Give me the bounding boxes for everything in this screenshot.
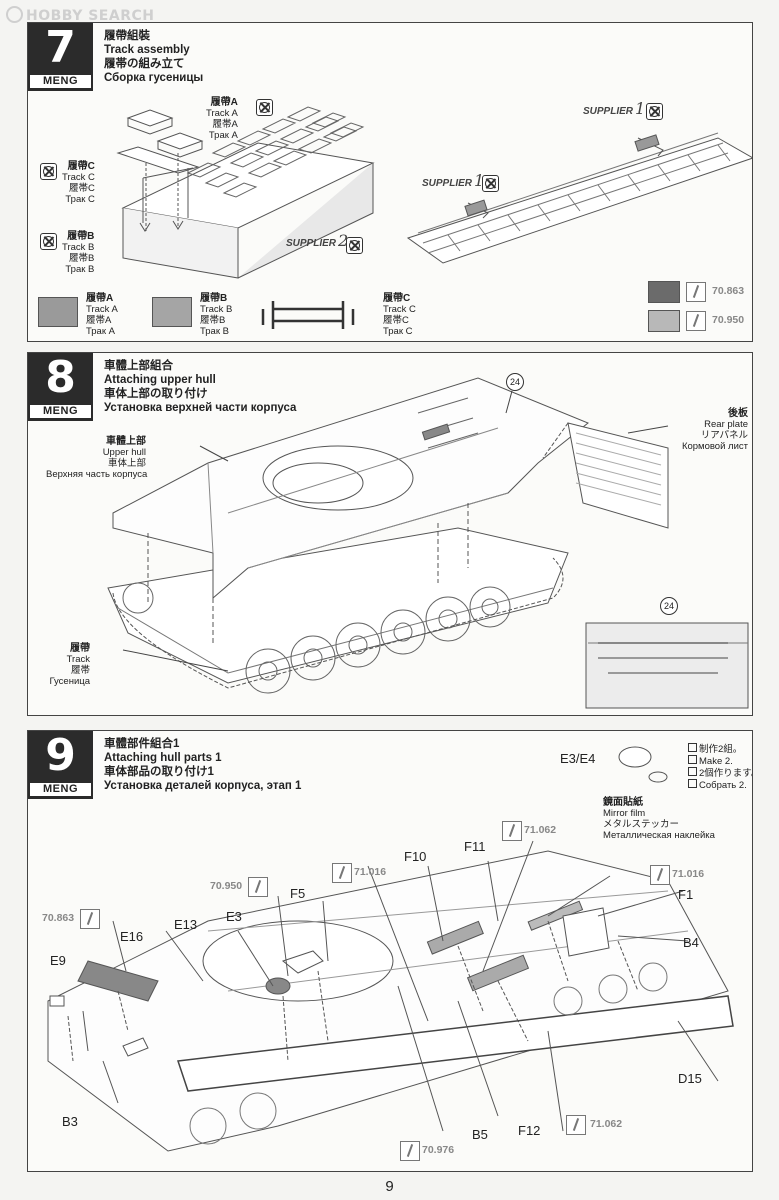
legend-track-c: 履帶C Track C 履帯C Трак C bbox=[383, 293, 416, 337]
watermark: HOBBY SEARCH bbox=[6, 6, 154, 24]
paint-brush-icon bbox=[80, 909, 100, 929]
step-7-panel: 7 MENG 履帶組裝 Track assembly 履帯の組み立て Сборк… bbox=[27, 22, 753, 342]
part-label-e3: E3 bbox=[226, 909, 242, 924]
checkbox-icon bbox=[688, 767, 697, 776]
part-label-d15: D15 bbox=[678, 1071, 702, 1086]
part-label-b3: B3 bbox=[62, 1114, 78, 1129]
paint-code: 70.950 bbox=[210, 880, 243, 892]
swatch-track-b bbox=[152, 297, 192, 327]
label-track-a: 履帶A Track A 履帯A Трак A bbox=[206, 97, 238, 141]
step-8-panel: 8 MENG 車體上部組合 Attaching upper hull 車体上部の… bbox=[27, 352, 753, 716]
paint-code: 70.863 bbox=[712, 285, 745, 297]
paint-brush-icon bbox=[686, 282, 706, 302]
paint-code: 70.950 bbox=[712, 314, 745, 326]
paint-code: 70.863 bbox=[42, 912, 75, 924]
page-number: 9 bbox=[385, 1178, 394, 1195]
part-label-f1: F1 bbox=[678, 887, 694, 902]
step-badge: 7 MENG bbox=[28, 23, 93, 91]
part-label-b5: B5 bbox=[472, 1127, 488, 1142]
part-label-f11: F11 bbox=[464, 839, 486, 854]
checkbox-icon bbox=[688, 779, 697, 788]
brand-logo: MENG bbox=[30, 405, 91, 418]
no-glue-icon bbox=[40, 233, 57, 250]
step-title: 車體部件組合1 Attaching hull parts 1 車体部品の取り付け… bbox=[104, 738, 302, 792]
track-assembly-drawing bbox=[116, 106, 752, 329]
legend-track-a: 履帶A Track A 履帯A Трак A bbox=[86, 293, 118, 337]
paint-code: 71.016 bbox=[672, 868, 705, 880]
no-glue-icon bbox=[256, 99, 273, 116]
step-number: 7 bbox=[45, 22, 76, 73]
label-mirror-film: 鏡面貼紙 Mirror film メタルステッカー Металлическая … bbox=[603, 797, 715, 841]
label-upper-hull: 車體上部 Upper hull 車体上部 Верхняя часть корпу… bbox=[46, 436, 148, 480]
paint-swatch-dark bbox=[648, 281, 680, 303]
part-label-f5: F5 bbox=[290, 886, 306, 901]
callout-number: 24 bbox=[506, 373, 524, 391]
step-number: 9 bbox=[45, 730, 76, 781]
part-label-e13: E13 bbox=[174, 917, 198, 932]
step-title: 履帶組裝 Track assembly 履帯の組み立て Сборка гусен… bbox=[104, 30, 204, 84]
no-glue-icon bbox=[346, 237, 363, 254]
callout-number: 24 bbox=[660, 597, 678, 615]
brand-logo: MENG bbox=[30, 783, 91, 796]
step-badge: 8 MENG bbox=[28, 353, 93, 421]
paint-brush-icon bbox=[332, 863, 352, 883]
swatch-track-a bbox=[38, 297, 78, 327]
paint-brush-icon bbox=[686, 311, 706, 331]
paint-brush-icon bbox=[400, 1141, 420, 1161]
paint-code: 71.062 bbox=[590, 1118, 623, 1130]
logo-icon bbox=[6, 6, 23, 23]
paint-code: 70.976 bbox=[422, 1144, 455, 1156]
part-label-f12: F12 bbox=[518, 1123, 541, 1138]
make-note: 制作2組。 Make 2. 2個作ります。 Собрать 2. bbox=[688, 743, 752, 791]
step-9-panel: 9 MENG 車體部件組合1 Attaching hull parts 1 車体… bbox=[27, 730, 753, 1172]
part-label-e3-e4: E3/E4 bbox=[560, 751, 596, 766]
checkbox-icon bbox=[688, 755, 697, 764]
label-track: 履帶 Track 履帯 Гусеница bbox=[49, 643, 90, 687]
hull-parts-drawing bbox=[47, 746, 734, 1152]
no-glue-icon bbox=[482, 175, 499, 192]
legend-track-b: 履帶B Track B 履帯B Трак B bbox=[200, 293, 233, 337]
part-label-e16: E16 bbox=[120, 929, 144, 944]
paint-swatch-light bbox=[648, 310, 680, 332]
no-glue-icon bbox=[40, 163, 57, 180]
paint-code: 71.062 bbox=[524, 824, 557, 836]
paint-brush-icon bbox=[650, 865, 670, 885]
upper-hull-drawing bbox=[107, 377, 749, 709]
part-label-f10: F10 bbox=[404, 849, 427, 864]
checkbox-icon bbox=[688, 743, 697, 752]
step-number: 8 bbox=[45, 352, 76, 403]
label-track-c: 履帶C Track C 履帯C Трак C bbox=[62, 161, 95, 205]
label-track-b: 履帶B Track B 履帯B Трак B bbox=[62, 231, 95, 275]
paint-brush-icon bbox=[502, 821, 522, 841]
step-title: 車體上部組合 Attaching upper hull 車体上部の取り付け Ус… bbox=[104, 360, 297, 414]
part-label-e9: E9 bbox=[50, 953, 66, 968]
brand-logo: MENG bbox=[30, 75, 91, 88]
paint-brush-icon bbox=[248, 877, 268, 897]
paint-code: 71.016 bbox=[354, 866, 387, 878]
part-label-b4: B4 bbox=[683, 935, 699, 950]
no-glue-icon bbox=[646, 103, 663, 120]
step-badge: 9 MENG bbox=[28, 731, 93, 799]
label-rear-plate: 後板 Rear plate リアパネル Кормовой лист bbox=[681, 408, 748, 452]
paint-brush-icon bbox=[566, 1115, 586, 1135]
